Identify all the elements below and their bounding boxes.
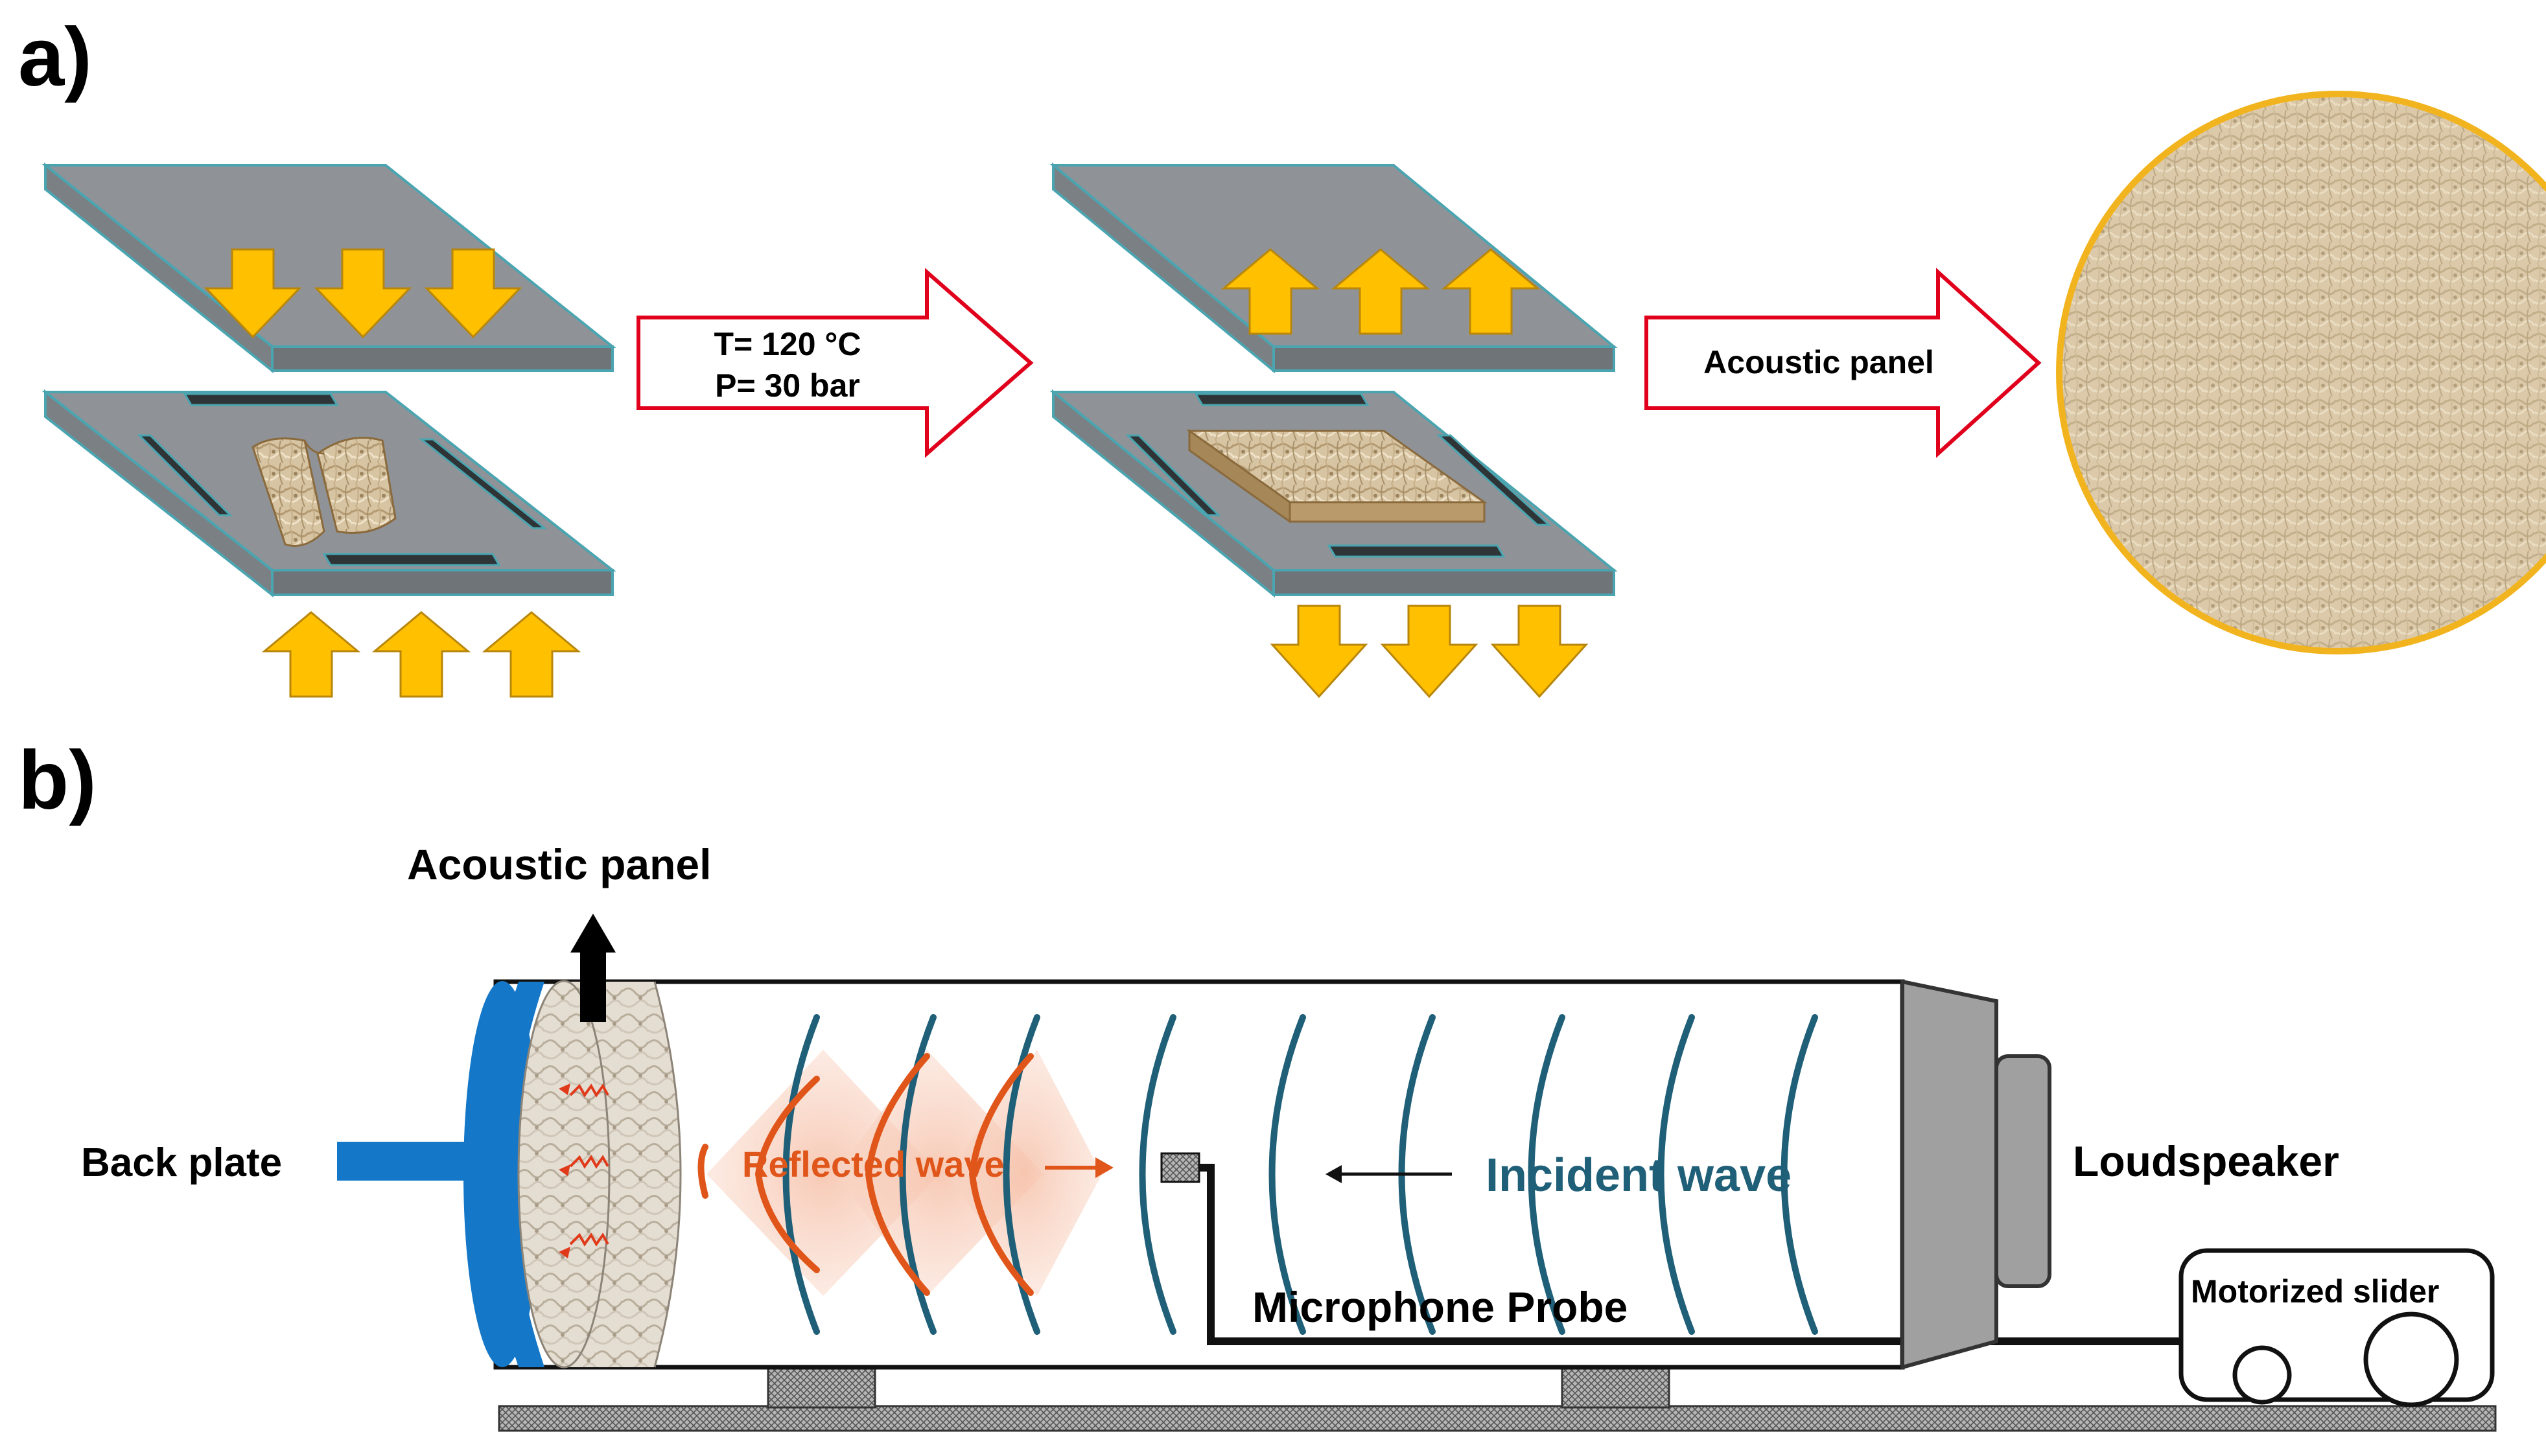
incident-wave-label: Incident wave [1486,1150,1792,1201]
acoustic-panel-label: Acoustic panel [407,840,711,888]
press1-fiber-sheets [251,437,397,547]
pressure-label: P= 30 bar [715,367,860,404]
pressed-panel [1186,429,1488,524]
motorized-slider [2178,1248,2495,1407]
acoustic-panel-pointer [570,914,616,1022]
process-arrow-conditions: T= 120 °C P= 30 bar [636,268,1034,458]
back-plate [337,981,544,1367]
press1-up-arrows [261,611,581,698]
reflected-wave-arcs [697,1053,1034,1296]
temperature-label: T= 120 °C [714,326,861,362]
motorized-slider-label: Motorized slider [2191,1273,2439,1310]
incident-wave-arc [1657,1014,1695,1335]
reflected-wave-arrow [1045,1157,1114,1178]
press2-down-arrows [1270,605,1589,699]
press1-down-arrows [204,248,522,339]
press1-top-plate [41,162,616,374]
incident-wave-arc [1139,1014,1176,1335]
incident-wave-arrow [1326,1165,1452,1183]
panel-a-label: a) [18,11,92,104]
incident-wave-arc [1781,1014,1818,1335]
loudspeaker [1900,979,2051,1370]
slider-rail [498,1366,2497,1432]
press1-bottom-plate [41,389,616,598]
back-plate-label: Back plate [81,1140,282,1185]
incident-wave-arc [782,1014,820,1335]
microphone-probe [1160,1152,2191,1345]
press2-top-plate [1049,162,1618,374]
panel-closeup-image [2056,91,2546,654]
loudspeaker-label: Loudspeaker [2073,1137,2339,1185]
press2-up-arrows [1220,248,1541,335]
reflected-wave-label: Reflected wave [742,1144,1005,1184]
microphone-probe-label: Microphone Probe [1252,1283,1628,1331]
incident-wave-arc [1268,1014,1306,1335]
output-label: Acoustic panel [1703,344,1934,380]
incident-wave-arc [1528,1014,1565,1335]
panel-b-label: b) [18,734,97,827]
acoustic-panel-sample [517,980,682,1369]
process-arrow-output: Acoustic panel [1644,268,2042,458]
